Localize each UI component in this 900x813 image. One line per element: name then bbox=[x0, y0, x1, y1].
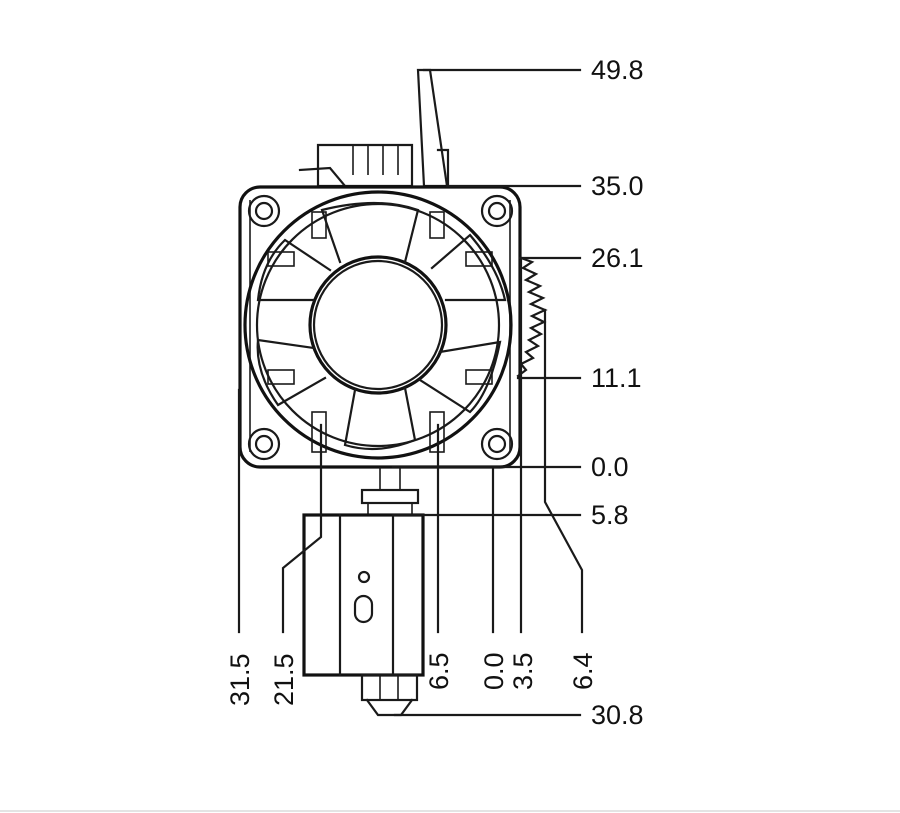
screw-bottom-left bbox=[247, 427, 281, 461]
screw-bottom-right bbox=[480, 427, 514, 461]
inner-bosses bbox=[267, 211, 493, 453]
dim-label-49-8: 49.8 bbox=[591, 55, 644, 85]
dim-label-11-1: 11.1 bbox=[591, 363, 642, 393]
screw-top-left bbox=[247, 194, 281, 228]
fan bbox=[243, 190, 513, 460]
bottom-dimension-labels: 31.5 21.5 6.5 0.0 3.5 6.4 bbox=[225, 652, 598, 706]
nozzle bbox=[360, 673, 419, 717]
dim-label-5-8: 5.8 bbox=[591, 500, 629, 530]
dim-label-30-8: 30.8 bbox=[591, 700, 644, 730]
screw-top-right bbox=[480, 194, 514, 228]
dim-label-0-0-right: 0.0 bbox=[591, 452, 629, 482]
gear-teeth bbox=[516, 256, 548, 378]
right-dimension-labels: 49.8 35.0 26.1 11.1 0.0 5.8 30.8 bbox=[591, 55, 644, 730]
dim-label-6-5: 6.5 bbox=[424, 652, 454, 690]
bottom-dimension-leaders bbox=[237, 256, 584, 634]
dim-label-26-1: 26.1 bbox=[591, 243, 644, 273]
dim-label-21-5: 21.5 bbox=[269, 653, 299, 706]
lever-arm bbox=[416, 68, 449, 188]
dim-label-31-5: 31.5 bbox=[225, 653, 255, 706]
top-connector bbox=[298, 143, 450, 188]
nozzle-neck bbox=[360, 467, 420, 516]
fan-housing bbox=[238, 185, 522, 469]
right-dimension-leaders bbox=[391, 68, 582, 717]
heater-block bbox=[302, 513, 425, 677]
dim-label-6-4: 6.4 bbox=[568, 652, 598, 690]
dim-label-3-5: 3.5 bbox=[508, 652, 538, 690]
dim-label-0-0-bottom: 0.0 bbox=[479, 652, 509, 690]
dim-label-35-0: 35.0 bbox=[591, 171, 644, 201]
